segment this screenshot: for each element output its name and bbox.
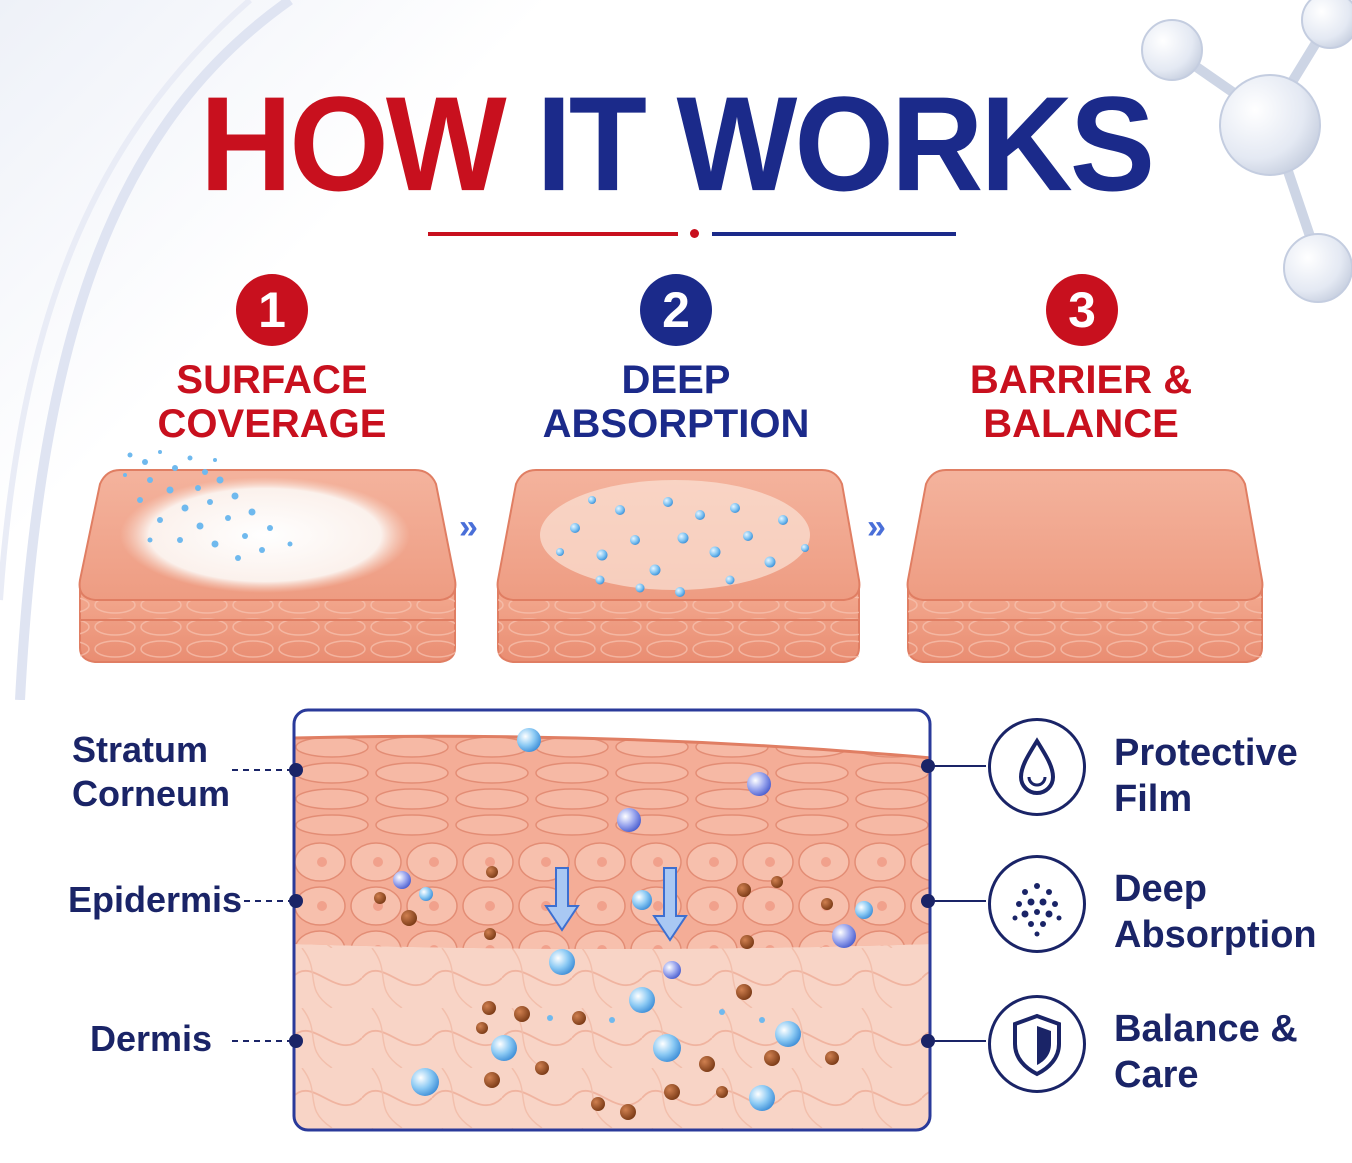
skin-cross-section	[292, 708, 932, 1132]
benefit-balance-care-line2: Care	[1114, 1054, 1199, 1096]
step-2-label-line1: DEEP	[621, 358, 731, 402]
benefit-balance-care: Balance & Care	[1114, 1006, 1298, 1098]
absorption-arrows	[544, 867, 688, 942]
title-word-it-works: IT WORKS	[536, 69, 1155, 220]
benefit-protective-film: Protective Film	[1114, 730, 1298, 822]
cross-section-droplets	[393, 728, 873, 1111]
step-2-label: DEEP ABSORPTION	[511, 358, 841, 446]
benefit-deep-absorption: Deep Absorption	[1114, 866, 1317, 958]
brown-particles	[374, 866, 839, 1120]
skin-block-1	[78, 469, 457, 663]
benefit-balance-care-line1: Balance &	[1114, 1008, 1298, 1050]
benefit-deep-absorption-line2: Absorption	[1114, 914, 1317, 956]
step-3-label-line1: BARRIER &	[969, 358, 1193, 402]
step-1-label-line2: COVERAGE	[157, 402, 387, 446]
step-2-number: 2	[640, 274, 712, 346]
layer-label-dermis: Dermis	[90, 1018, 213, 1059]
layer-label-epidermis: Epidermis	[68, 879, 243, 920]
benefit-protective-film-line2: Film	[1114, 778, 1193, 820]
step-3-label: BARRIER & BALANCE	[916, 358, 1246, 446]
title-underline-red	[428, 232, 678, 236]
benefit-protective-film-line1: Protective	[1114, 732, 1298, 774]
title-word-how: HOW	[199, 69, 507, 220]
shield-icon	[988, 995, 1086, 1093]
layer-label-stratum-corneum: Stratum Corneum	[72, 728, 230, 816]
skin-blocks	[78, 450, 1264, 663]
step-2-droplets	[556, 496, 809, 597]
water-drop-icon	[988, 718, 1086, 816]
layer-label-stratum-corneum-line2: Corneum	[72, 773, 231, 814]
title-underline-blue	[712, 232, 956, 236]
molecule-icon	[1141, 0, 1352, 303]
skin-block-3	[906, 469, 1264, 663]
layer-label-stratum-corneum-line1: Stratum	[72, 729, 209, 770]
title-underline-dot	[690, 229, 699, 238]
step-1-number: 1	[236, 274, 308, 346]
step-2-label-line2: ABSORPTION	[542, 402, 810, 446]
benefit-deep-absorption-line1: Deep	[1114, 868, 1207, 910]
page-title: HOW IT WORKS	[0, 66, 1352, 224]
step-3-label-line2: BALANCE	[983, 402, 1179, 446]
step-1-label: SURFACE COVERAGE	[107, 358, 437, 446]
step-1-droplets	[123, 450, 293, 561]
step-1-label-line1: SURFACE	[176, 358, 368, 402]
background-swoosh	[0, 0, 293, 700]
dots-icon	[988, 855, 1086, 953]
step-3-number: 3	[1046, 274, 1118, 346]
